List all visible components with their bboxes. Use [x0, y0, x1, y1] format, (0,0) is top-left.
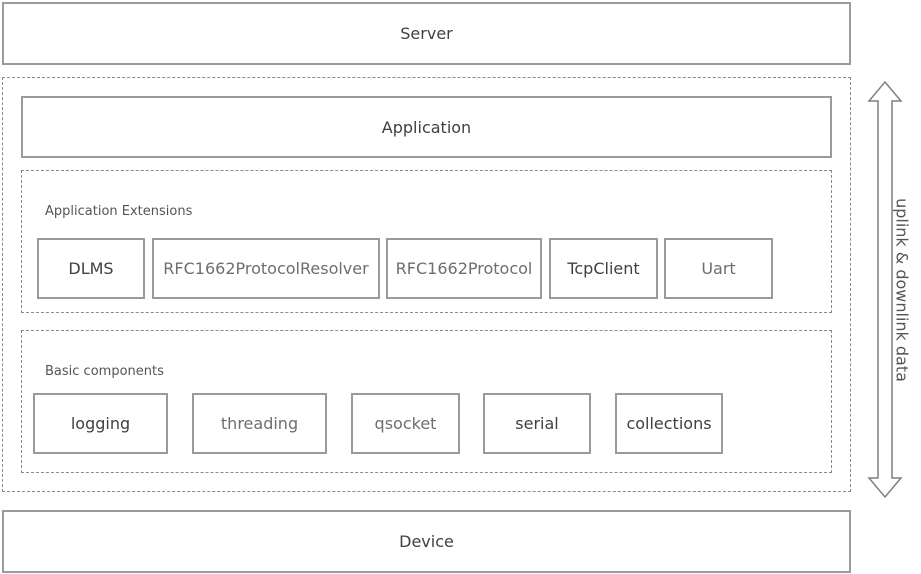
- device-box: Device: [2, 510, 851, 573]
- extension-label: RFC1662Protocol: [395, 259, 533, 278]
- component-label: threading: [220, 414, 299, 433]
- basic-components-group: [21, 330, 832, 473]
- middleware-container: [2, 77, 851, 492]
- extension-uart: Uart: [664, 238, 773, 299]
- component-logging: logging: [33, 393, 168, 454]
- application-extensions-group: [21, 170, 832, 313]
- extension-tcpclient: TcpClient: [549, 238, 658, 299]
- component-collections: collections: [615, 393, 723, 454]
- extension-label: TcpClient: [567, 259, 640, 278]
- extension-label: DLMS: [68, 259, 114, 278]
- application-box: Application: [21, 96, 832, 158]
- application-extensions-title: Application Extensions: [45, 204, 193, 219]
- component-qsocket: qsocket: [351, 393, 460, 454]
- extension-rfc1662-protocol: RFC1662Protocol: [386, 238, 542, 299]
- component-label: serial: [515, 414, 559, 433]
- component-threading: threading: [192, 393, 327, 454]
- component-label: logging: [70, 414, 131, 433]
- uplink-downlink-label: uplink & downlink data: [892, 198, 912, 382]
- server-box: Server: [2, 2, 851, 65]
- extension-dlms: DLMS: [37, 238, 145, 299]
- double-arrow-icon: [867, 80, 903, 499]
- component-label: collections: [626, 414, 712, 433]
- device-label: Device: [399, 532, 454, 551]
- basic-components-title: Basic components: [45, 364, 164, 379]
- server-label: Server: [400, 24, 453, 43]
- extension-label: Uart: [701, 259, 736, 278]
- component-serial: serial: [483, 393, 591, 454]
- extension-rfc1662-protocol-resolver: RFC1662ProtocolResolver: [152, 238, 380, 299]
- application-label: Application: [381, 117, 472, 137]
- component-label: qsocket: [374, 414, 437, 433]
- extension-label: RFC1662ProtocolResolver: [163, 259, 369, 278]
